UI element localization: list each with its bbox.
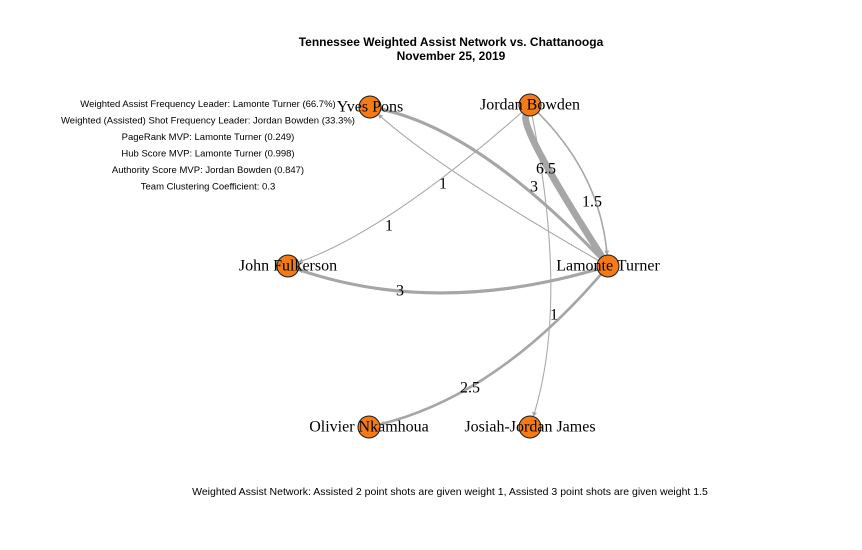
node-label-fulkerson: John Fulkerson: [239, 258, 337, 275]
stat-line: Authority Score MVP: Jordan Bowden (0.84…: [112, 165, 304, 176]
weighting-caption: Weighted Assist Network: Assisted 2 poin…: [192, 486, 708, 498]
edges-layer: [296, 104, 612, 426]
node-james: [518, 415, 542, 439]
node-label-yves: Yves Pons: [337, 99, 403, 116]
edge-weight-label: 3: [530, 179, 538, 196]
edge-weight-label: 6.5: [536, 161, 556, 178]
stat-line: Weighted (Assisted) Shot Frequency Leade…: [61, 116, 355, 127]
edge-weight-label: 1: [550, 307, 558, 324]
chart-subtitle-date: November 25, 2019: [397, 49, 506, 63]
node-label-turner: Lamonte Turner: [556, 258, 660, 275]
stat-line: PageRank MVP: Lamonte Turner (0.249): [122, 132, 295, 143]
edge-bowden-to-fulkerson: [297, 104, 531, 264]
node-nkamhoua: [357, 415, 381, 439]
stats-block: Weighted Assist Frequency Leader: Lamont…: [61, 99, 355, 193]
edge-bowden-to-james: [529, 104, 552, 418]
chart-title: Tennessee Weighted Assist Network vs. Ch…: [299, 35, 604, 49]
node-label-james: Josiah-Jordan James: [464, 419, 595, 436]
nodes-layer: [276, 93, 620, 439]
node-fulkerson: [276, 254, 300, 278]
node-bowden: [518, 93, 542, 117]
edge-weight-label: 1: [439, 176, 447, 193]
node-label-nkamhoua: Olivier Nkamhoua: [309, 419, 429, 436]
edge-turner-to-yves: [377, 113, 609, 267]
edge-bowden-to-turner: [529, 104, 610, 256]
edge-turner-to-yves: [379, 107, 610, 268]
edge-turner-to-bowden: [521, 111, 612, 270]
node-turner: [596, 254, 620, 278]
edge-weight-label: 1.5: [582, 194, 602, 211]
edge-weight-label: 3: [396, 283, 404, 300]
stat-line: Weighted Assist Frequency Leader: Lamont…: [80, 99, 335, 110]
stat-line: Team Clustering Coefficient: 0.3: [141, 182, 275, 193]
stat-line: Hub Score MVP: Lamonte Turner (0.998): [121, 149, 294, 160]
node-yves: [358, 95, 382, 119]
edge-weight-label: 1: [385, 218, 393, 235]
edge-turner-to-nkamhoua: [378, 264, 610, 426]
node-label-bowden: Jordan Bowden: [480, 97, 580, 114]
edge-weight-label: 2.5: [460, 380, 480, 397]
edge-turner-to-fulkerson: [296, 264, 610, 295]
